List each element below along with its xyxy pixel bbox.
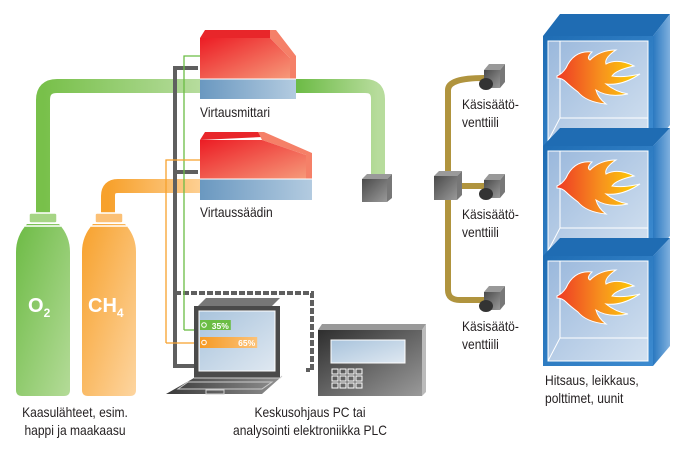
oxygen-pipe-to-mixer — [296, 79, 385, 180]
screen-bar-methane-value: 65% — [238, 338, 255, 348]
oxygen-cylinder-label: O2 — [28, 295, 51, 320]
screen-bar-oxygen — [200, 320, 231, 330]
manual-valve-1[interactable] — [479, 64, 505, 90]
plc-key[interactable] — [331, 382, 339, 389]
valve-1-label-line2: venttiili — [462, 114, 499, 130]
screen-bar-methane — [200, 337, 258, 348]
plc-keypad[interactable] — [331, 368, 363, 389]
methane-pipe-to-controller — [101, 179, 200, 215]
methane-cylinder-label: CH4 — [88, 295, 124, 320]
valve-1-label-line1: Käsisäätö- — [462, 96, 519, 112]
plc-key[interactable] — [339, 382, 347, 389]
manual-valve-2[interactable] — [479, 174, 505, 200]
valve-3-label-line1: Käsisäätö- — [462, 318, 519, 334]
screen-bar-oxygen-value: 35% — [212, 321, 229, 331]
flame-icon — [556, 49, 641, 105]
plc-key[interactable] — [347, 368, 355, 375]
flow-meter[interactable] — [200, 30, 296, 99]
flow-meter-label: Virtausmittari — [200, 104, 271, 120]
mixer-junction — [362, 174, 392, 202]
plc-key[interactable] — [355, 368, 363, 375]
plc-key[interactable] — [339, 368, 347, 375]
applications-label-line2: polttimet, uunit — [545, 390, 624, 406]
applications-label-line1: Hitsaus, leikkaus, — [545, 372, 639, 388]
plc-key[interactable] — [331, 368, 339, 375]
sources-label-line1: Kaasulähteet, esim. — [22, 404, 128, 420]
plc-key[interactable] — [331, 375, 339, 382]
mixed-pipe-manifold — [445, 75, 485, 303]
control-label-line2: analysointi elektroniikka PLC — [233, 422, 387, 438]
control-cables — [173, 66, 314, 372]
valve-3-label-line2: venttiili — [462, 336, 499, 352]
plc-key[interactable] — [347, 375, 355, 382]
flow-controller-label: Virtaussäädin — [200, 204, 273, 220]
control-label-line1: Keskusohjaus PC tai — [254, 404, 366, 420]
flame-icon — [556, 159, 641, 215]
plc-key[interactable] — [355, 382, 363, 389]
oxygen-cylinder — [16, 212, 70, 396]
plc-key[interactable] — [347, 382, 355, 389]
valve-2-label-line2: venttiili — [462, 224, 499, 240]
sources-label-line2: happi ja maakaasu — [24, 422, 126, 438]
plc-key[interactable] — [339, 375, 347, 382]
valve-2-label-line1: Käsisäätö- — [462, 206, 519, 222]
methane-cylinder — [82, 212, 136, 396]
distribution-junction — [434, 171, 462, 200]
flame-icon — [556, 269, 641, 325]
oxygen-pipe-to-meter — [36, 79, 200, 215]
flow-controller[interactable] — [200, 132, 312, 200]
plc-controller[interactable] — [318, 324, 426, 396]
manual-valve-3[interactable] — [479, 286, 505, 312]
plc-key[interactable] — [355, 375, 363, 382]
